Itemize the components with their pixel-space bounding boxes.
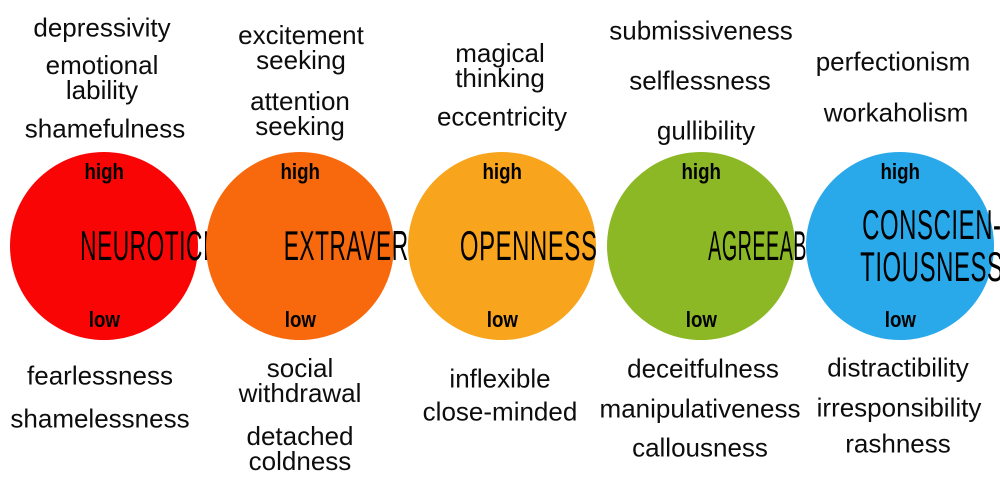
high-marker: high — [880, 159, 920, 184]
openness-circle: high OPENNESS low — [408, 152, 598, 340]
low-trait-label: rashness — [845, 428, 951, 459]
high-trait-label: shamefulness — [24, 113, 186, 144]
low-trait-label: manipulativeness — [599, 393, 801, 424]
high-trait-label: attention seeking — [250, 86, 350, 141]
high-trait-label: perfectionism — [815, 46, 971, 77]
low-trait-label: distractibility — [827, 352, 969, 383]
high-trait-label: eccentricity — [436, 101, 568, 132]
trait-name-openness: OPENNESS — [459, 222, 598, 269]
conscientiousness-circle: high CONSCIEN- TIOUSNESS low — [806, 152, 1000, 340]
low-marker: low — [685, 307, 717, 332]
low-trait-label: inflexible — [449, 363, 551, 394]
low-marker: low — [884, 307, 916, 332]
low-trait-label: close-minded — [422, 396, 578, 427]
high-trait-label: emotional lability — [45, 50, 159, 105]
low-trait-label: deceitfulness — [627, 353, 779, 384]
high-marker: high — [84, 159, 124, 184]
low-trait-label: shamelessness — [10, 403, 190, 434]
low-trait-label: fearlessness — [27, 360, 173, 391]
high-trait-label: gullibility — [656, 115, 756, 146]
low-trait-label: callousness — [632, 432, 768, 463]
trait-name-conscientiousness: CONSCIEN- TIOUSNESS — [860, 201, 1000, 290]
high-trait-label: magical thinking — [455, 38, 545, 93]
high-trait-label: depressivity — [33, 12, 171, 43]
high-marker: high — [681, 159, 721, 184]
neuroticism-circle: high NEUROTICISM low — [10, 152, 244, 340]
high-trait-label: workaholism — [823, 97, 969, 128]
low-trait-label: detached coldness — [246, 421, 354, 476]
low-marker: low — [88, 307, 120, 332]
high-trait-label: excitement seeking — [238, 20, 364, 75]
low-trait-label: irresponsibility — [816, 392, 982, 423]
extraversion-circle: high EXTRAVERSION low — [206, 152, 466, 340]
low-marker: low — [486, 307, 518, 332]
high-marker: high — [280, 159, 320, 184]
high-trait-label: submissiveness — [609, 15, 793, 46]
high-marker: high — [482, 159, 522, 184]
low-trait-label: social withdrawal — [238, 353, 362, 408]
high-trait-label: selflessness — [629, 65, 771, 96]
low-marker: low — [284, 307, 316, 332]
agreeableness-circle: high AGREEABLENESS low — [607, 152, 887, 340]
